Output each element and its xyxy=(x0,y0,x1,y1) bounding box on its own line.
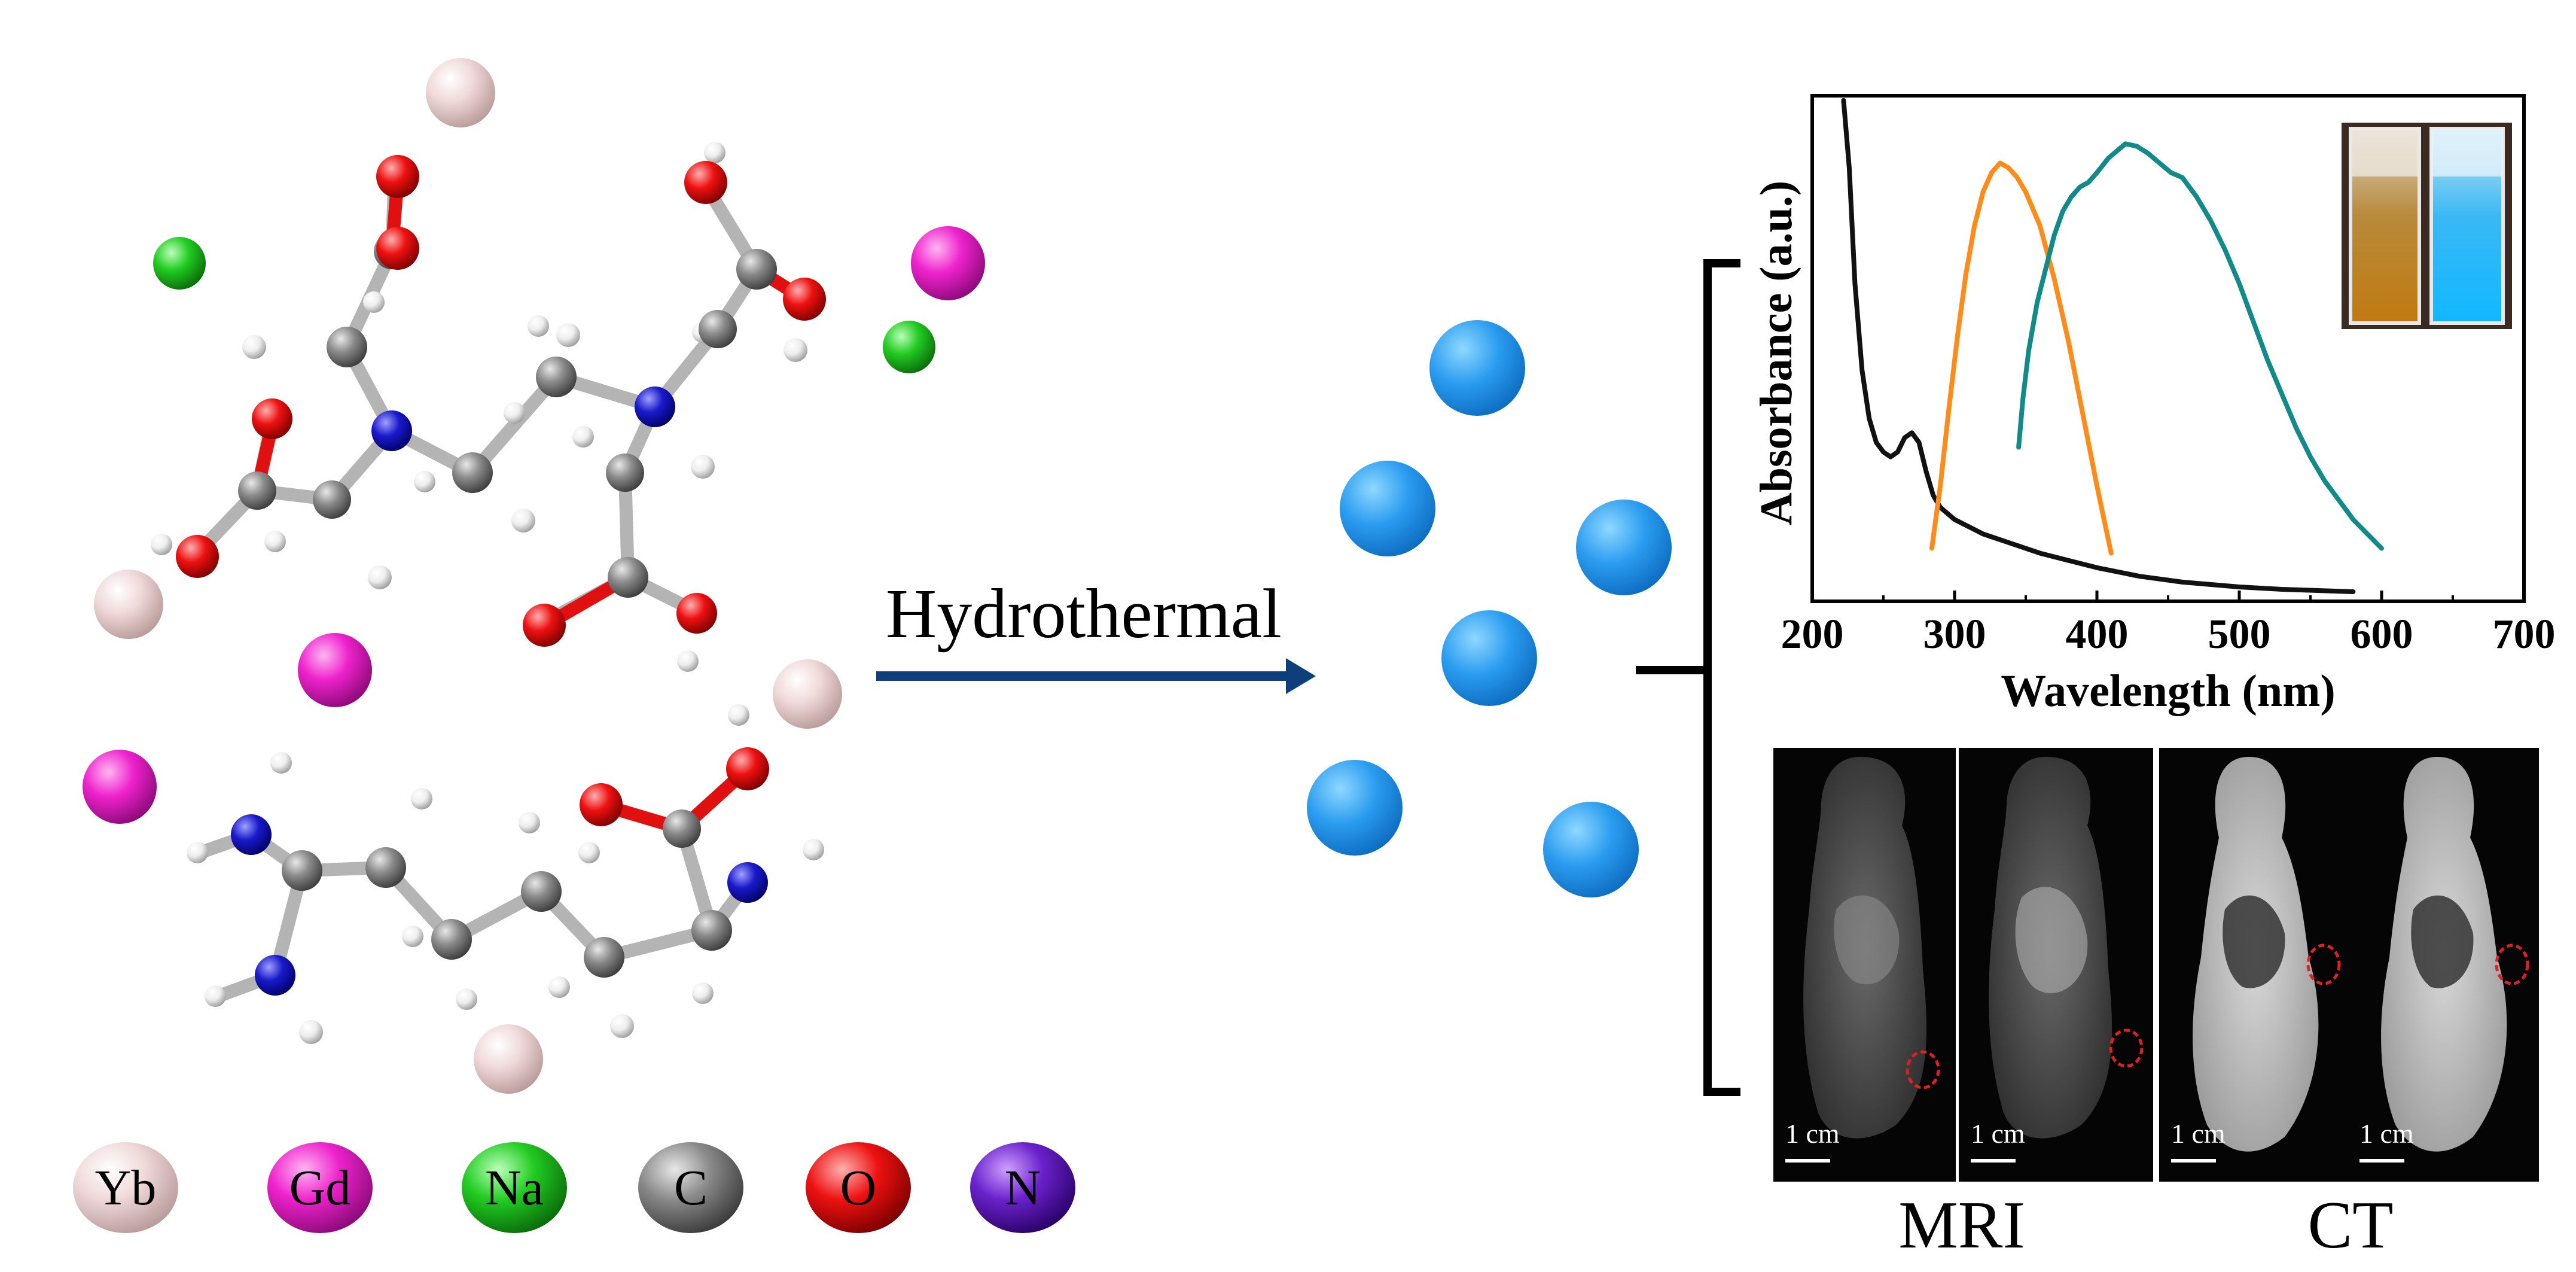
legend-swatch xyxy=(462,1142,567,1233)
gd-ion xyxy=(298,633,372,707)
cuvette-photo xyxy=(2342,123,2512,329)
ct-label: CT xyxy=(2307,1188,2393,1262)
legend-label: N xyxy=(1005,1160,1041,1216)
legend-label: C xyxy=(674,1160,708,1216)
bracket xyxy=(1636,259,1740,1096)
mri-label: MRI xyxy=(1898,1188,2025,1262)
yb-ion xyxy=(474,1024,543,1094)
scale-bar-label: 1 cm xyxy=(1785,1118,1840,1149)
mri-image-pre: 1 cm xyxy=(1773,748,1956,1182)
hydrogen-atoms-lower xyxy=(187,704,824,1044)
legend-swatch xyxy=(73,1142,178,1233)
legend-label: Gd xyxy=(289,1160,351,1216)
legend-item-o: O xyxy=(806,1142,911,1233)
x-tick-label: 200 xyxy=(1781,611,1844,658)
nanoparticle xyxy=(1340,461,1435,556)
scale-bar-label: 1 cm xyxy=(2359,1118,2414,1149)
legend-item-na: Na xyxy=(462,1142,567,1233)
nanoparticles xyxy=(1307,320,1672,897)
hydrogen-atoms xyxy=(151,142,807,672)
x-tick-label: 700 xyxy=(2493,611,2556,658)
nanoparticle xyxy=(1441,610,1537,706)
nitrogen-atoms xyxy=(371,387,675,451)
molecule-edta xyxy=(151,142,826,672)
arrow-label: Hydrothermal xyxy=(886,574,1282,653)
series-line-2 xyxy=(1929,160,2114,556)
molecule-arginine xyxy=(187,704,824,1044)
legend-item-yb: Yb xyxy=(73,1142,178,1233)
ct-image-post: 1 cm xyxy=(2348,748,2539,1182)
legend-label: O xyxy=(840,1160,877,1216)
scale-bar-label: 1 cm xyxy=(1971,1118,2025,1149)
absorbance-chart: 200 300 400 500 600 700 Wavelength (nm) Absor… xyxy=(1751,94,2556,716)
legend-label: Yb xyxy=(95,1160,157,1216)
yb-ion xyxy=(773,659,842,729)
yb-ion xyxy=(94,570,163,639)
nanoparticle xyxy=(1307,760,1403,856)
free-ions xyxy=(83,58,985,1094)
chart-series xyxy=(1841,98,2384,594)
x-tick-label: 400 xyxy=(2066,611,2129,658)
legend-item-c: C xyxy=(638,1142,743,1233)
legend-item-n: N xyxy=(970,1142,1075,1233)
legend-swatch xyxy=(267,1142,373,1233)
nanoparticle xyxy=(1429,320,1525,416)
element-legend: Yb Gd Na C O N xyxy=(73,1142,1075,1233)
series-line-3 xyxy=(2016,141,2384,551)
carbon-atoms xyxy=(238,233,777,598)
y-axis-label: Absorbance (a.u.) xyxy=(1751,181,1801,525)
series-line-1 xyxy=(1841,98,2356,594)
gd-ion xyxy=(83,750,157,824)
legend-label: Na xyxy=(485,1160,544,1216)
hydrothermal-arrow xyxy=(876,658,1316,694)
nanoparticle xyxy=(1576,500,1672,595)
na-ion xyxy=(153,237,206,290)
ct-image-pre: 1 cm xyxy=(2159,748,2348,1182)
yb-ion xyxy=(426,58,495,127)
oxygen-atoms xyxy=(176,155,826,647)
x-tick-label: 500 xyxy=(2208,611,2271,658)
scale-bar-label: 1 cm xyxy=(2171,1118,2226,1149)
mri-image-post: 1 cm xyxy=(1959,748,2153,1182)
gd-ion xyxy=(911,226,985,300)
legend-swatch xyxy=(638,1142,743,1233)
molecule-bonds xyxy=(191,170,811,629)
legend-swatch xyxy=(806,1142,911,1233)
legend-swatch xyxy=(970,1142,1075,1233)
legend-item-gd: Gd xyxy=(267,1142,373,1233)
nanoparticle xyxy=(1543,802,1639,897)
na-ion xyxy=(883,321,935,373)
imaging-panels: 1 cm 1 cm 1 cm 1 cm MRI xyxy=(1773,748,2539,1262)
x-axis-ticks: 200 300 400 500 600 700 xyxy=(1781,591,2556,658)
x-tick-label: 600 xyxy=(2351,611,2413,658)
x-tick-label: 300 xyxy=(1923,611,1986,658)
x-axis-label: Wavelength (nm) xyxy=(2001,666,2335,716)
